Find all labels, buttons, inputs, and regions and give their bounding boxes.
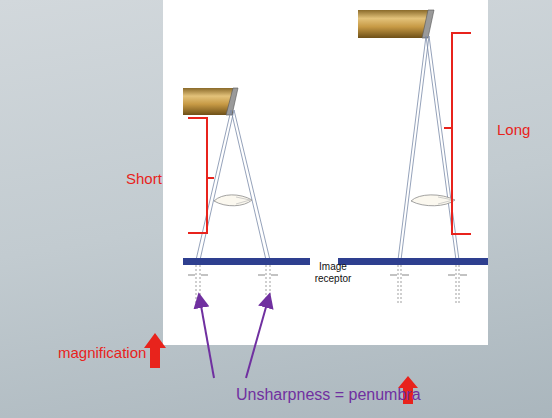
pointer-arrow bbox=[246, 300, 268, 378]
bracket-short bbox=[188, 118, 214, 233]
distance-label: Long bbox=[497, 121, 530, 138]
xray-tube-short bbox=[183, 88, 310, 305]
effect-label: magnification bbox=[58, 344, 146, 361]
panel bbox=[163, 0, 488, 345]
receptor-label: Image receptor bbox=[309, 261, 357, 284]
xray-tube-long bbox=[338, 10, 488, 305]
increase-arrow bbox=[144, 333, 166, 368]
pointer-arrow bbox=[200, 300, 214, 378]
effect-label: Unsharpness = penumbra bbox=[236, 386, 421, 404]
bracket-long bbox=[444, 33, 471, 234]
distance-label: Short bbox=[126, 170, 162, 187]
